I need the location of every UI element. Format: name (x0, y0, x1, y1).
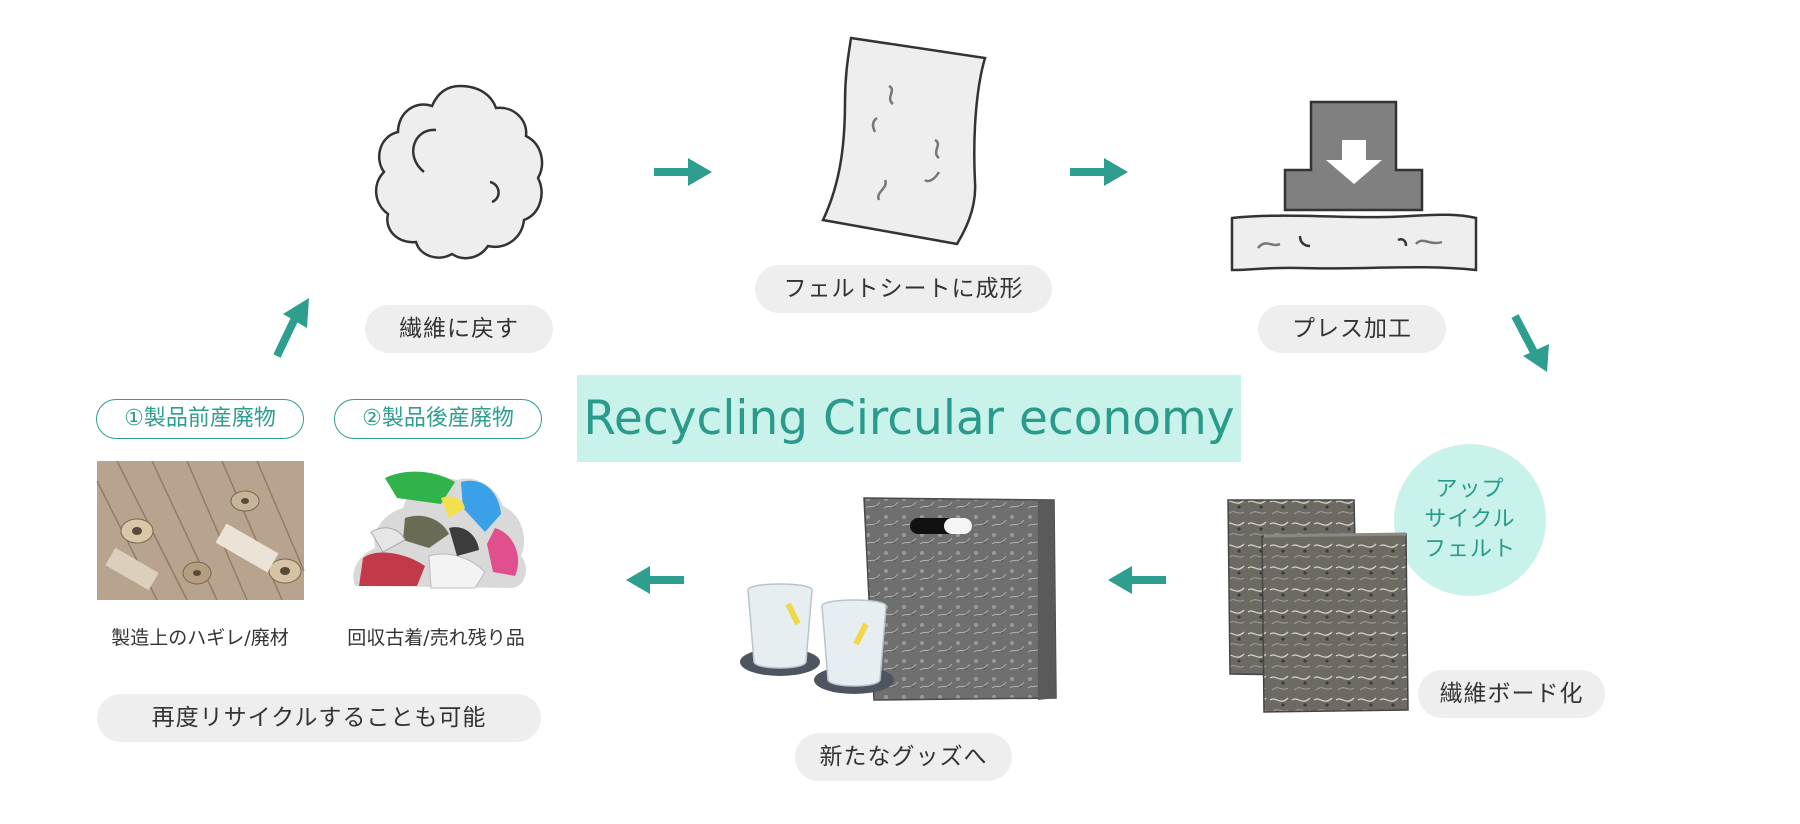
felt-sheet-icon (821, 36, 987, 246)
recycle-again-label: 再度リサイクルすることも可能 (97, 694, 541, 742)
fabric-rolls-image (96, 460, 305, 601)
arrow-up-right-icon (273, 298, 309, 358)
step-felt-sheet-label: フェルトシートに成形 (755, 265, 1052, 313)
press-icon (1230, 100, 1478, 272)
pre-production-waste-label: ①製品前産廃物 (96, 399, 304, 439)
used-clothes-pile-image (353, 471, 527, 589)
pre-production-caption: 製造上のハギレ/廃材 (111, 627, 289, 649)
step-board-label: 繊維ボード化 (1418, 670, 1605, 718)
step-press-label: プレス加工 (1258, 305, 1446, 353)
fiber-cloud-icon (375, 84, 544, 260)
step-goods-label: 新たなグッズへ (795, 733, 1012, 781)
arrow-right-2-icon (1070, 158, 1128, 186)
badge-line-2: サイクル (1424, 507, 1516, 532)
post-production-caption: 回収古着/売れ残り品 (347, 627, 525, 649)
fiber-boards-image (1227, 499, 1409, 713)
post-production-waste-label: ②製品後産廃物 (334, 399, 542, 439)
step-fiber-label: 繊維に戻す (365, 305, 553, 353)
diagram-title: Recycling Circular economy (577, 375, 1241, 462)
new-goods-image (740, 497, 1057, 701)
badge-line-1: アップ (1435, 477, 1505, 502)
badge-line-3: フェルト (1423, 537, 1516, 562)
arrow-left-2-icon (626, 566, 684, 594)
arrow-down-right-icon (1511, 314, 1549, 372)
arrow-left-1-icon (1108, 566, 1166, 594)
upcycle-felt-badge: アップ サイクル フェルト (1394, 444, 1546, 596)
arrow-right-1-icon (654, 158, 712, 186)
